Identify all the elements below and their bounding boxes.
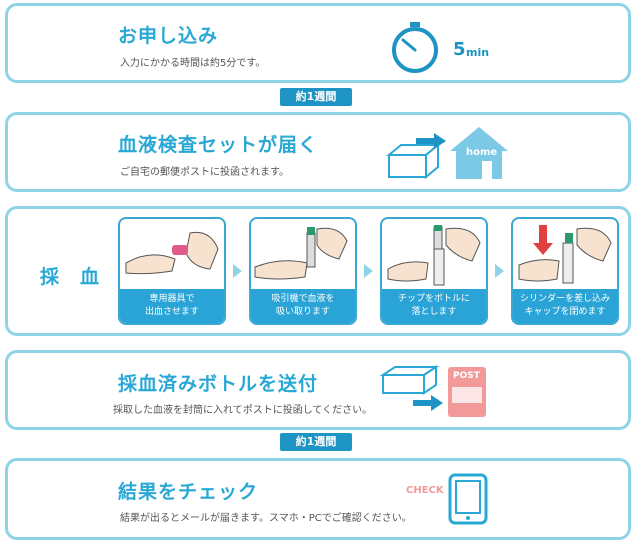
- step-card-apply: お申し込み 入力にかかる時間は約5分です。 5 min: [5, 3, 631, 83]
- post-slot: [452, 387, 482, 403]
- chevron-right-icon: [364, 264, 373, 278]
- tablet-icon: [448, 473, 488, 525]
- step-title: 採 血: [40, 266, 101, 288]
- chevron-right-icon: [233, 264, 242, 278]
- post-label: POST: [453, 371, 480, 381]
- substep-caption: チップをボトルに 落とします: [382, 289, 486, 323]
- step-card-send: 採血済みボトルを送付 採取した血液を封筒に入れてポストに投函してください。 PO…: [5, 350, 631, 430]
- arrow-right-icon: [416, 133, 446, 149]
- package-icon: [380, 365, 440, 395]
- substep-bleed: 専用器具で 出血させます: [118, 217, 226, 325]
- time-unit: min: [466, 46, 490, 59]
- step-title: 血液検査セットが届く: [118, 134, 319, 156]
- home-label: home: [466, 147, 498, 158]
- arrow-right-icon: [413, 395, 443, 411]
- step-card-check-result: 結果をチェック 結果が出るとメールが届きます。スマホ・PCでご確認ください。 C…: [5, 458, 631, 540]
- time-value: 5: [453, 39, 466, 60]
- substep-caption: 専用器具で 出血させます: [120, 289, 224, 323]
- hand-lancet-illustration: [125, 231, 219, 275]
- substep-cap-bottle: シリンダーを差し込み キャップを閉めます: [511, 217, 619, 325]
- post-box-icon: POST: [448, 367, 486, 417]
- duration-connector: 約1週間: [280, 433, 352, 451]
- step-description: 採取した血液を封筒に入れてポストに投函してください。: [113, 405, 373, 416]
- check-label: CHECK: [406, 485, 444, 496]
- step-title: 採血済みボトルを送付: [118, 373, 319, 395]
- step-title: 結果をチェック: [118, 481, 259, 503]
- substep-caption: 吸引機で血液を 吸い取ります: [251, 289, 355, 323]
- step-description: 結果が出るとメールが届きます。スマホ・PCでご確認ください。: [120, 513, 412, 524]
- bottle-tip-illustration: [387, 225, 481, 286]
- step-card-delivery: 血液検査セットが届く ご自宅の郵便ポストに投函されます。 home: [5, 112, 631, 192]
- cylinder-cap-illustration: [518, 225, 612, 284]
- substep-caption: シリンダーを差し込み キャップを閉めます: [513, 289, 617, 323]
- step-description: ご自宅の郵便ポストに投函されます。: [120, 167, 289, 178]
- home-icon: [450, 127, 508, 179]
- step-title: お申し込み: [118, 25, 219, 47]
- box-icon: [386, 142, 441, 180]
- duration-connector: 約1週間: [280, 88, 352, 106]
- stopwatch-icon: [392, 22, 438, 73]
- chevron-right-icon: [495, 264, 504, 278]
- substep-drop-tip: チップをボトルに 落とします: [380, 217, 488, 325]
- step-description: 入力にかかる時間は約5分です。: [120, 58, 266, 69]
- substep-suction: 吸引機で血液を 吸い取ります: [249, 217, 357, 325]
- suction-device-illustration: [254, 227, 348, 280]
